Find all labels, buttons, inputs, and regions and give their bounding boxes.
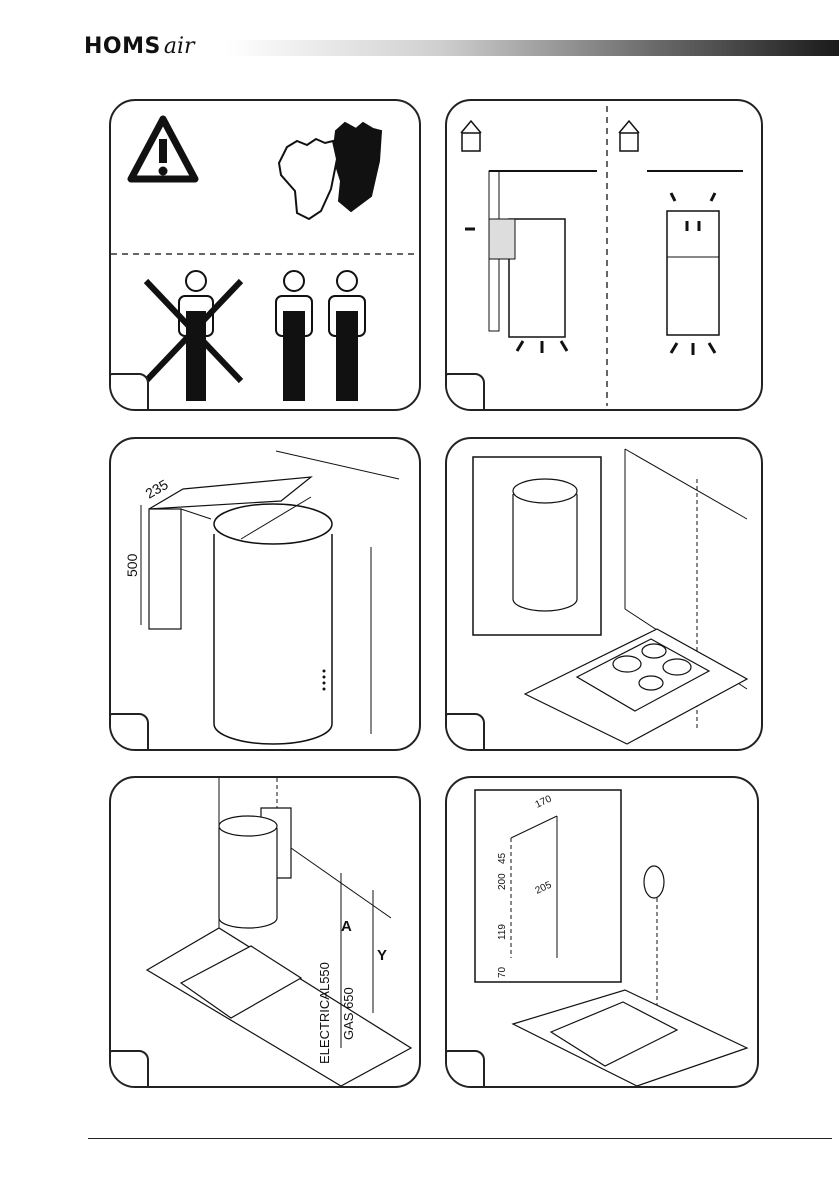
label-y: Y (377, 947, 387, 964)
step-number-box-4 (447, 713, 485, 749)
brand-name: HOMS (84, 34, 161, 59)
dim-70-label: 70 (497, 966, 508, 978)
panel-height: A Y ELECTRICAL550 GAS 650 (109, 776, 421, 1088)
warning-triangle-icon (127, 115, 199, 183)
brand-logo: HOMS air (84, 34, 195, 64)
height-illustration: A Y ELECTRICAL550 GAS 650 (145, 778, 413, 1086)
brand-script: air (163, 34, 195, 59)
panel-safety (109, 99, 421, 411)
dimensions-illustration: 235 500 (124, 450, 400, 745)
marking-illustration (472, 448, 749, 745)
gloves-icon (277, 121, 383, 221)
panel-bracket-template: 170 45 200 205 119 70 (445, 776, 759, 1088)
label-electrical: ELECTRICAL550 (317, 962, 332, 1064)
panel-dimensions: 235 500 (109, 437, 421, 751)
label-a: A (341, 918, 352, 935)
dim-119-label: 119 (497, 924, 508, 940)
dim-200-label: 200 (497, 873, 508, 890)
footer-rule (88, 1138, 832, 1139)
dim-depth-label: 235 (143, 476, 171, 502)
step-number-box-6 (447, 1050, 485, 1086)
step-number-box-1 (111, 373, 149, 409)
safety-illustration (111, 115, 419, 401)
panel-marking (445, 437, 763, 751)
single-worker-crossed-icon (143, 270, 244, 401)
header-gradient-bar (226, 40, 839, 56)
two-workers-icon (275, 270, 366, 401)
dim-45-label: 45 (497, 852, 508, 864)
dim-height-label: 500 (124, 553, 140, 577)
step-number-box-3 (111, 713, 149, 749)
label-gas: GAS 650 (341, 987, 356, 1040)
step-number-box-2 (447, 373, 485, 409)
step-number-box-5 (111, 1050, 149, 1086)
bracket-illustration: 170 45 200 205 119 70 (474, 789, 749, 1086)
house-extraction-icon (460, 119, 482, 152)
air-mode-illustration (460, 106, 743, 406)
panel-air-mode (445, 99, 763, 411)
house-recirculation-icon (618, 119, 640, 152)
